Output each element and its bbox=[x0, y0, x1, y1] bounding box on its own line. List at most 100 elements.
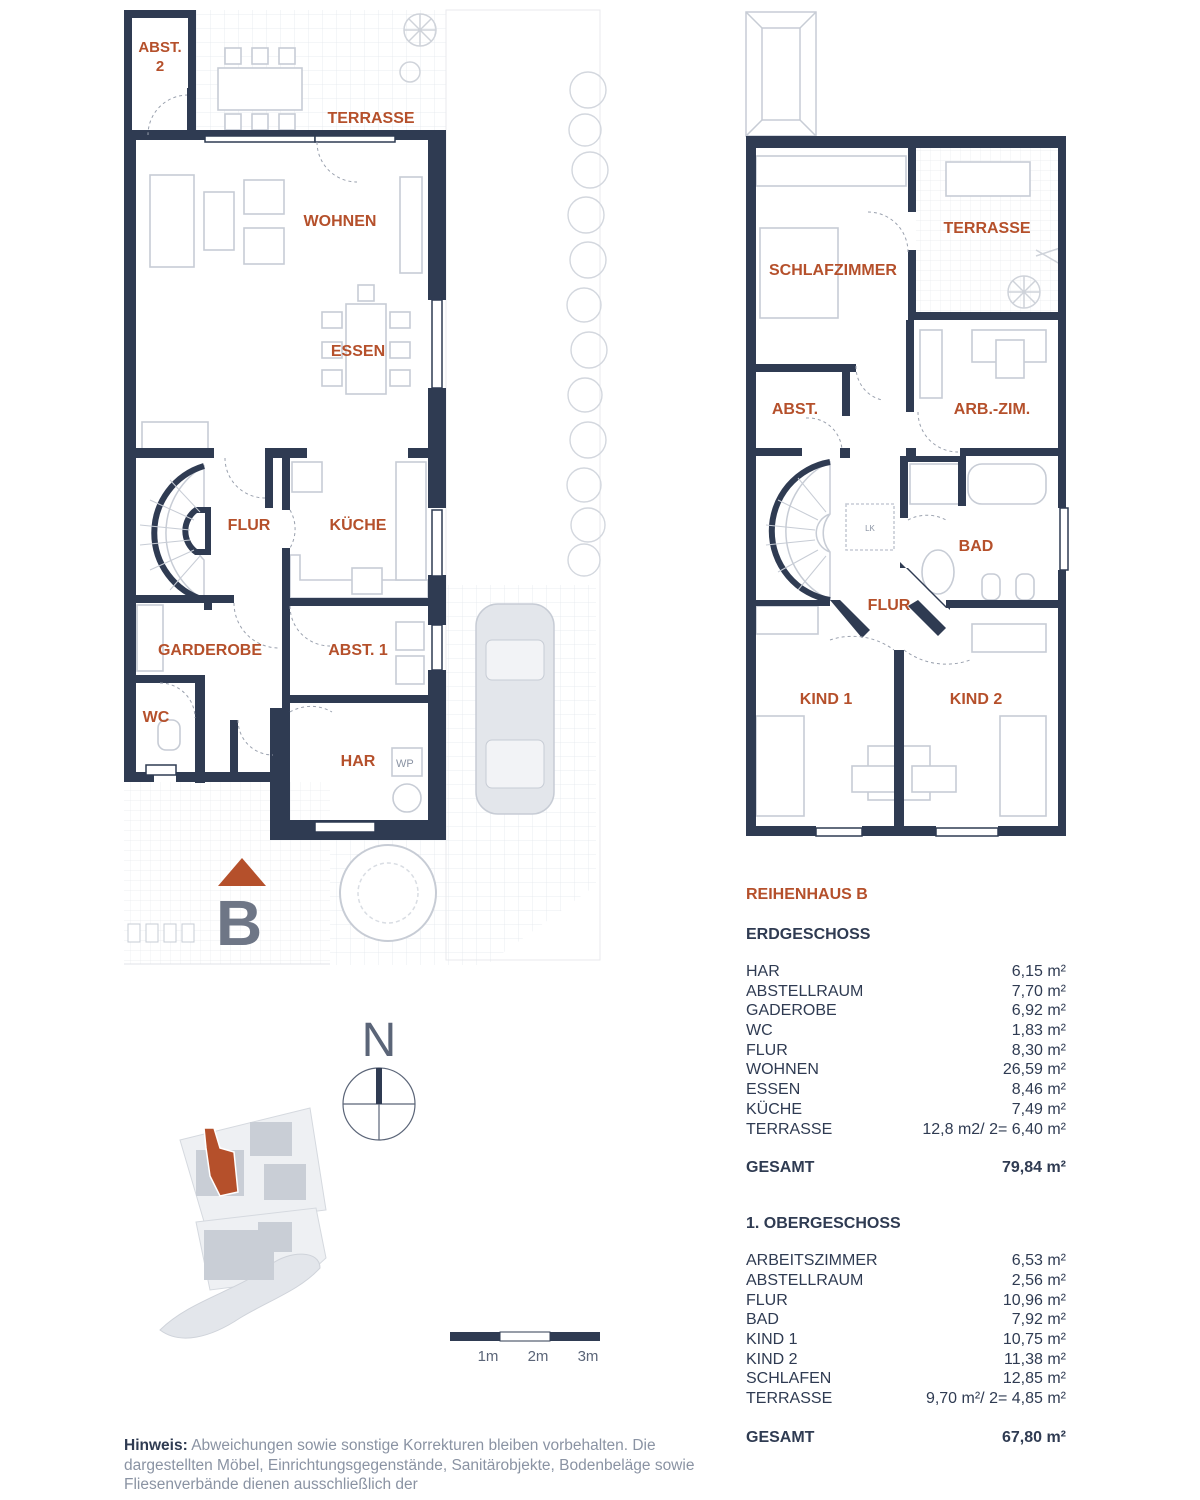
ground-area-name: HAR bbox=[746, 963, 780, 980]
scale-label-1m: 1m bbox=[478, 1348, 499, 1365]
ground-area-row: KÜCHE 7,49 m² bbox=[746, 1100, 1066, 1120]
upper-area-row: ABSTELLRAUM 2,56 m² bbox=[746, 1271, 1066, 1291]
upper-room-terrasse-label: TERRASSE bbox=[943, 220, 1030, 237]
upper-area-value: 7,92 m² bbox=[1011, 1311, 1066, 1329]
note-text: Abweichungen sowie sonstige Korrekturen … bbox=[124, 1437, 695, 1493]
ground-area-name: WC bbox=[746, 1022, 773, 1040]
upper-room-kind1-label: KIND 1 bbox=[800, 691, 853, 708]
ground-area-name: KÜCHE bbox=[746, 1100, 803, 1118]
ground-area-value: 6,92 m² bbox=[1011, 1002, 1066, 1020]
ground-area-name: WOHNEN bbox=[746, 1061, 819, 1079]
ground-area-name: GADEROBE bbox=[746, 1002, 837, 1020]
ground-area-row: HAR 6,15 m² bbox=[746, 962, 1066, 982]
north-label: N bbox=[362, 1014, 397, 1067]
scale-bar: 1m 2m 3m bbox=[450, 1331, 600, 1365]
ground-area-name: ESSEN bbox=[746, 1081, 801, 1099]
hedge bbox=[566, 71, 609, 577]
upper-area-row: BAD 7,92 m² bbox=[746, 1310, 1066, 1330]
ground-area-value: 8,46 m² bbox=[1011, 1081, 1066, 1099]
upper-room-bad-label: BAD bbox=[959, 538, 994, 555]
disclaimer-note: Hinweis: Abweichungen sowie sonstige Kor… bbox=[124, 1436, 704, 1495]
upper-windows bbox=[815, 507, 1069, 837]
upper-area-value: 9,70 m²/ 2= 4,85 m² bbox=[925, 1390, 1066, 1407]
entrance-arrow-icon bbox=[218, 858, 266, 886]
dormer-roof bbox=[745, 11, 817, 137]
room-abst2-label: ABST.2 bbox=[138, 39, 181, 75]
room-garderobe-label: GARDEROBE bbox=[158, 642, 262, 659]
upper-floor-plan: LK bbox=[745, 11, 1069, 837]
ground-area-name: ABSTELLRAUM bbox=[746, 982, 864, 1000]
upper-area-value: 11,38 m² bbox=[1004, 1350, 1066, 1368]
ground-area-value: 6,15 m² bbox=[1011, 963, 1066, 980]
upper-area-name: KIND 2 bbox=[746, 1350, 798, 1368]
upper-room-arb-zim-label: ARB.-ZIM. bbox=[954, 401, 1030, 418]
tree bbox=[339, 844, 437, 942]
ground-area-value: 7,49 m² bbox=[1011, 1100, 1066, 1118]
bike-racks bbox=[127, 923, 195, 943]
ground-area-name: TERRASSE bbox=[746, 1120, 833, 1138]
ground-area-row: GADEROBE 6,92 m² bbox=[746, 1001, 1066, 1021]
site-marker-house-b bbox=[203, 1127, 239, 1197]
upper-floor-total: GESAMT 67,80 m² bbox=[746, 1427, 1066, 1449]
note-label: Hinweis: bbox=[124, 1437, 188, 1454]
north-arrow: N bbox=[342, 1014, 416, 1141]
ground-total-label: GESAMT bbox=[746, 1159, 815, 1177]
room-wc-label: WC bbox=[143, 709, 170, 726]
room-wohnen-label: WOHNEN bbox=[304, 213, 377, 230]
ground-floor-heading: ERDGESCHOSS bbox=[746, 926, 871, 943]
upper-area-value: 6,53 m² bbox=[1011, 1252, 1066, 1270]
spiral-staircase bbox=[139, 463, 211, 603]
upper-area-value: 10,75 m² bbox=[1002, 1330, 1066, 1348]
upper-plant-icon bbox=[1007, 247, 1061, 309]
ground-area-value: 12,8 m2/ 2= 6,40 m² bbox=[922, 1120, 1066, 1138]
upper-area-row: KIND 1 10,75 m² bbox=[746, 1330, 1066, 1350]
ground-floor-plan: WP bbox=[124, 9, 609, 965]
scale-label-2m: 2m bbox=[528, 1348, 549, 1365]
ground-area-name: FLUR bbox=[746, 1041, 788, 1059]
upper-area-name: KIND 1 bbox=[746, 1330, 798, 1348]
upper-area-name: FLUR bbox=[746, 1291, 788, 1309]
upper-area-name: TERRASSE bbox=[746, 1390, 833, 1407]
upper-area-name: BAD bbox=[746, 1311, 779, 1329]
ground-area-row: WC 1,83 m² bbox=[746, 1021, 1066, 1041]
ground-area-value: 1,83 m² bbox=[1011, 1022, 1066, 1040]
heat-pump-label: WP bbox=[396, 758, 414, 770]
upper-spiral-staircase bbox=[765, 459, 831, 603]
ground-area-value: 26,59 m² bbox=[1002, 1061, 1066, 1079]
ground-area-row: WOHNEN 26,59 m² bbox=[746, 1060, 1066, 1080]
scale-label-3m: 3m bbox=[578, 1348, 599, 1365]
house-letter: B bbox=[216, 887, 262, 959]
room-terrasse-label: TERRASSE bbox=[327, 110, 414, 127]
upper-total-label: GESAMT bbox=[746, 1428, 815, 1446]
ground-floor-total: GESAMT 79,84 m² bbox=[746, 1157, 1066, 1179]
upper-area-value: 10,96 m² bbox=[1002, 1291, 1066, 1309]
door-swings bbox=[147, 94, 358, 756]
ground-total-value: 79,84 m² bbox=[1001, 1159, 1066, 1177]
upper-area-name: SCHLAFEN bbox=[746, 1370, 832, 1388]
upper-area-row: SCHLAFEN 12,85 m² bbox=[746, 1369, 1066, 1389]
upper-area-value: 12,85 m² bbox=[1002, 1370, 1066, 1388]
upper-door-swings bbox=[805, 211, 971, 665]
upper-room-schlafzimmer-label: SCHLAFZIMMER bbox=[769, 262, 897, 279]
upper-area-row: FLUR 10,96 m² bbox=[746, 1291, 1066, 1311]
upper-room-abst-label: ABST. bbox=[772, 401, 818, 418]
upper-area-row: TERRASSE 9,70 m²/ 2= 4,85 m² bbox=[746, 1389, 1066, 1409]
upper-walls bbox=[746, 136, 1066, 836]
upper-floor-heading: 1. OBERGESCHOSS bbox=[746, 1215, 901, 1233]
site-location-map bbox=[159, 1107, 327, 1339]
ground-area-row: ESSEN 8,46 m² bbox=[746, 1080, 1066, 1100]
car-icon bbox=[475, 603, 555, 815]
upper-area-row: KIND 2 11,38 m² bbox=[746, 1350, 1066, 1370]
walls bbox=[124, 10, 446, 840]
upper-room-flur-label: FLUR bbox=[868, 597, 911, 614]
windows bbox=[145, 135, 443, 833]
upper-area-value: 2,56 m² bbox=[1011, 1271, 1066, 1289]
room-essen-label: ESSEN bbox=[331, 343, 385, 360]
lk-label: LK bbox=[865, 524, 875, 533]
upper-area-name: ABSTELLRAUM bbox=[746, 1271, 864, 1289]
